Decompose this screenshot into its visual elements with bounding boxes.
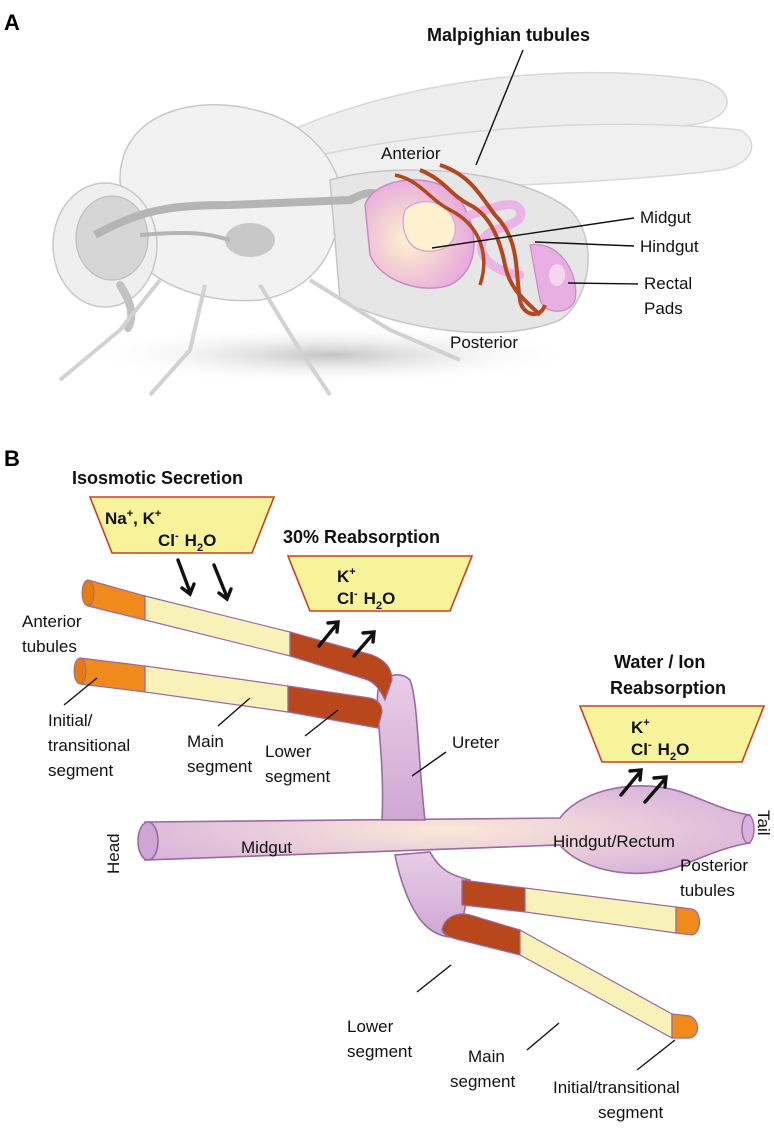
initial-label-line3: segment <box>48 761 113 780</box>
water-ion-box <box>578 705 766 763</box>
hindgut-label: Hindgut <box>640 237 699 256</box>
tail-label: Tail <box>754 810 773 836</box>
lower2-label-line1: Lower <box>347 1017 394 1036</box>
posterior-tubule-upper <box>461 879 701 936</box>
reabsorption-arrows <box>317 620 376 658</box>
box2-line2: Cl-H2O <box>337 588 395 612</box>
main-leader-line <box>217 697 251 727</box>
initial-label-line1: Initial/ <box>48 711 93 730</box>
initial2-label-line2: segment <box>598 1103 663 1122</box>
midgut-label: Midgut <box>640 208 691 227</box>
box1-line1: Na+, K+ <box>105 508 161 528</box>
reabsorption-box <box>286 555 474 612</box>
initial-label-line2: transitional <box>48 736 130 755</box>
hindgut-rectum-label: Hindgut/Rectum <box>553 832 675 851</box>
midgut-b-label: Midgut <box>241 838 292 857</box>
box2-line1: K+ <box>337 566 356 586</box>
ureter-leader-line <box>411 751 447 777</box>
malpighian-tubules-label: Malpighian tubules <box>427 25 590 45</box>
anterior-tubules-label-line2: tubules <box>22 637 77 656</box>
lower-leader-line <box>304 709 339 737</box>
head-label: Head <box>104 833 123 874</box>
box1-line2: Cl-H2O <box>158 530 216 554</box>
anterior-tubule-upper <box>81 579 393 702</box>
main-label-line2: segment <box>187 757 252 776</box>
midgut-leader-line <box>431 217 635 249</box>
initial2-label-line1: Initial/transitional <box>553 1078 680 1097</box>
anterior-tubule-lower <box>73 657 383 729</box>
hindgut-leader-line <box>534 241 635 247</box>
panel-b-label: B <box>4 446 20 471</box>
rectal-pads-leader-line <box>567 282 639 285</box>
water-ion-arrows <box>619 768 668 804</box>
main-label-line1: Main <box>187 732 224 751</box>
initial-leader-line <box>63 677 98 706</box>
malpighian-leader-line <box>475 49 524 166</box>
water-ion-title-line2: Reabsorption <box>610 678 726 698</box>
panel-a-label: A <box>4 10 20 35</box>
posterior-tubules-label-line2: tubules <box>680 881 735 900</box>
isosmotic-secretion-title: Isosmotic Secretion <box>72 468 243 488</box>
lower-label-line1: Lower <box>265 742 312 761</box>
posterior-label: Posterior <box>450 333 518 352</box>
gut-schematic <box>137 674 755 938</box>
posterior-tubules-label-line1: Posterior <box>680 856 748 875</box>
isosmotic-box <box>88 496 276 554</box>
rectal-pads-label-line1: Rectal <box>644 274 692 293</box>
lower2-leader-line <box>416 964 452 993</box>
gut-anatomy <box>364 163 577 317</box>
secretion-arrows <box>176 558 233 602</box>
initial2-leader-line <box>636 1039 676 1071</box>
box3-line1: K+ <box>631 717 650 737</box>
lower-label-line2: segment <box>265 767 330 786</box>
box3-line2: Cl-H2O <box>631 739 689 763</box>
reabsorption-title: 30% Reabsorption <box>283 527 440 547</box>
fly-illustration <box>52 71 753 397</box>
ureter-label: Ureter <box>452 733 500 752</box>
main2-leader-line <box>526 1022 560 1051</box>
main2-label-line1: Main <box>468 1047 505 1066</box>
posterior-tubule-lower <box>441 913 699 1040</box>
main2-label-line2: segment <box>450 1072 515 1091</box>
water-ion-title-line1: Water / Ion <box>614 652 705 672</box>
anterior-tubules-label-line1: Anterior <box>22 612 82 631</box>
rectal-pads-label-line2: Pads <box>644 299 683 318</box>
anterior-label: Anterior <box>381 144 441 163</box>
lower2-label-line2: segment <box>347 1042 412 1061</box>
